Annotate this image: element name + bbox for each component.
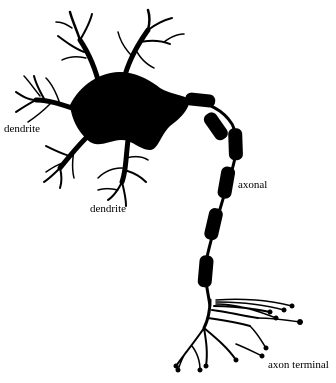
label-dendrite-bottom: dendrite (90, 204, 126, 215)
label-axon-terminal: axon terminal (268, 360, 329, 371)
terminal-branch-extra (258, 318, 300, 322)
label-dendrite-left: dendrite (4, 124, 40, 135)
myelin-sheath (185, 92, 243, 288)
label-axonal: axonal (238, 180, 267, 191)
